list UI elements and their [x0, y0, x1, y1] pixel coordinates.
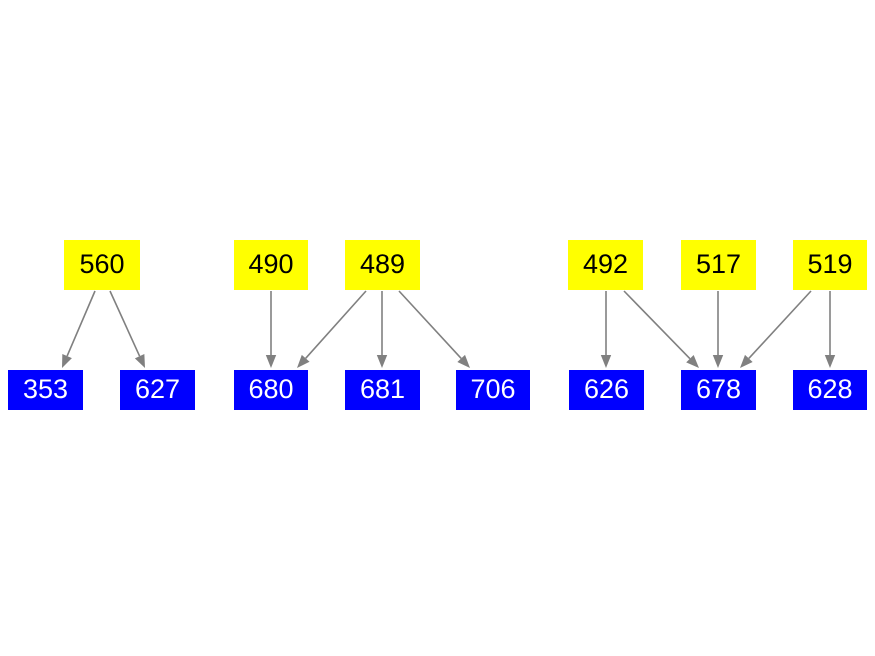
edge-519-to-678	[740, 290, 812, 368]
arrowhead-icon	[265, 355, 277, 368]
child-node-626[interactable]: 626	[569, 370, 644, 410]
node-label: 560	[79, 248, 125, 279]
node-label: 519	[807, 248, 853, 279]
arrowhead-icon	[297, 354, 310, 368]
edge-492-to-678	[623, 290, 699, 368]
edge-560-to-627	[109, 290, 145, 368]
edge-line	[398, 290, 462, 359]
parent-node-492[interactable]: 492	[568, 240, 643, 290]
edge-490-to-680	[265, 291, 277, 368]
child-node-706[interactable]: 706	[456, 370, 530, 410]
child-node-681[interactable]: 681	[345, 370, 420, 410]
node-label: 490	[248, 248, 294, 279]
node-label: 517	[695, 248, 742, 279]
edge-line	[623, 290, 691, 360]
parent-node-489[interactable]: 489	[345, 240, 420, 290]
node-label: 678	[695, 373, 742, 404]
node-label: 489	[359, 248, 406, 279]
edge-489-to-706	[398, 290, 470, 368]
edge-489-to-681	[376, 291, 388, 368]
parent-node-519[interactable]: 519	[793, 240, 867, 290]
parent-node-560[interactable]: 560	[64, 240, 140, 290]
edge-line	[748, 290, 812, 359]
arrowhead-icon	[457, 354, 470, 368]
node-label: 627	[134, 373, 181, 404]
node-label: 628	[807, 373, 853, 404]
arrowhead-icon	[740, 354, 753, 368]
arrowhead-icon	[712, 355, 724, 368]
node-label: 680	[248, 373, 294, 404]
edge-489-to-680	[297, 290, 367, 368]
edge-line	[66, 290, 96, 357]
edge-492-to-626	[600, 291, 612, 368]
edge-line	[109, 290, 141, 357]
node-label: 353	[22, 373, 69, 404]
child-node-353[interactable]: 353	[8, 370, 83, 410]
arrowhead-icon	[62, 354, 72, 368]
node-label: 681	[359, 373, 406, 404]
arrowhead-icon	[686, 355, 699, 368]
edge-560-to-353	[62, 290, 96, 368]
node-label: 626	[583, 373, 630, 404]
arrowhead-icon	[376, 355, 388, 368]
node-label: 492	[582, 248, 629, 279]
node-label: 706	[470, 373, 516, 404]
child-node-680[interactable]: 680	[234, 370, 308, 410]
edge-519-to-628	[824, 291, 836, 368]
arrowhead-icon	[134, 354, 145, 368]
child-node-678[interactable]: 678	[681, 370, 756, 410]
edge-line	[305, 290, 367, 359]
arrowhead-icon	[824, 355, 836, 368]
child-node-627[interactable]: 627	[120, 370, 195, 410]
parent-node-490[interactable]: 490	[234, 240, 308, 290]
child-node-628[interactable]: 628	[793, 370, 867, 410]
edge-517-to-678	[712, 291, 724, 368]
arrowhead-icon	[600, 355, 612, 368]
parent-node-517[interactable]: 517	[681, 240, 756, 290]
